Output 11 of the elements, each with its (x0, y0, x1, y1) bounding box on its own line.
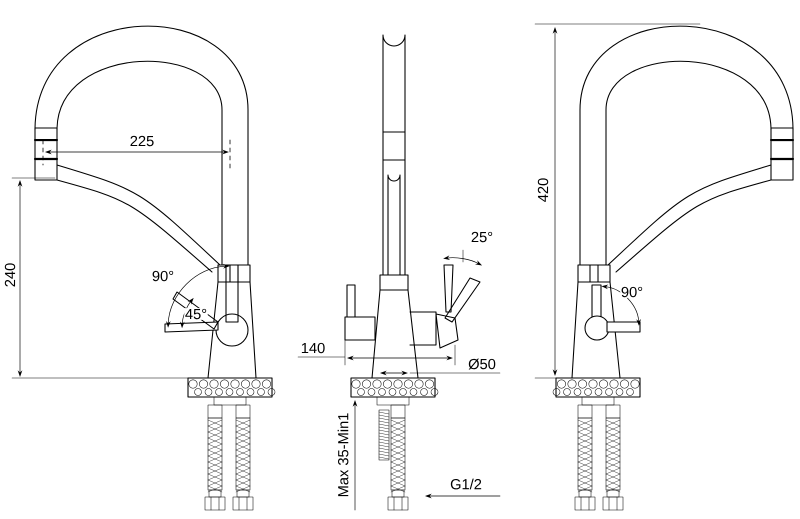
dimension-label: 90° (620, 286, 644, 298)
dimension-label: Max 35-Min1 (336, 412, 350, 498)
dimension-label: 45° (184, 308, 208, 320)
dimension-label: 420 (537, 177, 549, 203)
dimension-label: 225 (129, 135, 155, 147)
dimension-label: 240 (4, 262, 16, 288)
dimension-label: G1/2 (449, 478, 483, 490)
dimension-label: 25° (470, 231, 494, 243)
dimension-label: 90° (151, 270, 175, 282)
dimension-label: 140 (300, 342, 326, 354)
dimension-label: Ø50 (467, 358, 497, 370)
